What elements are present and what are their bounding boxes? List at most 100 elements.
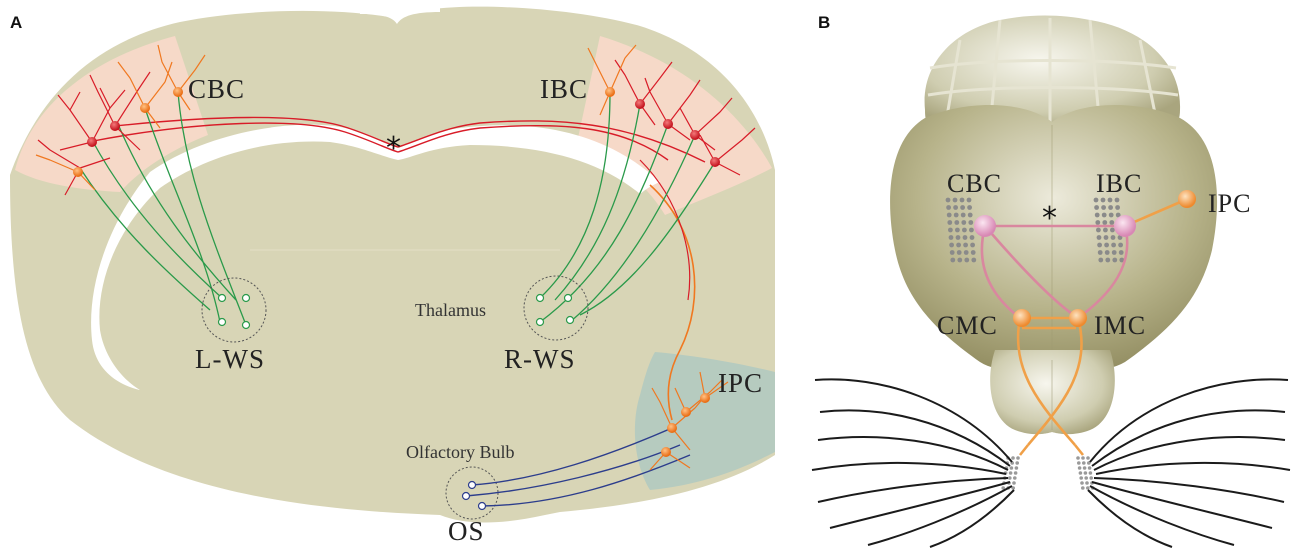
ipc-projection-axon [649,184,696,421]
barrel-dot [966,197,972,203]
right-whiskers [1087,378,1291,548]
lws-terminals [217,293,251,330]
barrel-dot [1013,471,1018,475]
barrel-dot [1081,456,1085,460]
ipc-node [1178,190,1196,208]
barrel-dot [952,197,958,203]
barrel-dot [1102,220,1108,225]
barrel-dot [1101,205,1106,210]
barrel-dot [949,250,955,255]
callosal-axon-1 [87,122,669,161]
barrel-dot [1103,227,1108,233]
barrel-dot [1076,456,1080,460]
barrel-dot [1110,235,1116,240]
barrel-dot [962,235,968,240]
barrel-dot [1087,466,1092,470]
barrel-dot [1111,242,1116,248]
barrel-dot [954,220,960,225]
panel-a-letter: A [10,13,22,32]
label-a-os: OS [448,516,485,546]
barrel-dot [970,250,976,255]
ipc-projection-axon-2 [639,159,691,301]
barrel-dot [968,220,974,225]
barrel-dot [1077,461,1081,465]
barrel-dot [948,235,954,240]
label-a-ipc: IPC [718,368,763,398]
barrel-dot [957,257,963,263]
barrel-dot [955,227,960,233]
barrel-dot [959,197,965,203]
barrel-dot [969,235,975,240]
barrel-dot [969,227,974,233]
barrel-dot [1016,456,1020,460]
barrel-dot [1094,212,1100,218]
ipc-neurons [649,371,729,471]
left-whiskers [811,378,1015,548]
cerebellum [924,15,1181,129]
lws-nucleus [201,277,267,343]
label-a-star: * [386,131,401,166]
barrel-dot [971,257,977,263]
barrel-dot [1081,486,1085,490]
barrel-dot [1082,466,1087,470]
barrel-dot [1085,481,1089,485]
barrel-dot [1107,197,1113,203]
barrel-dot [1012,481,1016,485]
barrel-dot [1015,461,1019,465]
barrel-dot [1008,476,1012,480]
barrel-dot [949,242,954,248]
label-b-imc: IMC [1094,311,1146,340]
barrel-dot [1111,250,1117,255]
barrel-dot [947,220,953,225]
barrel-dot [964,257,970,263]
barrel-dot [1100,197,1106,203]
label-b-ipc: IPC [1208,189,1251,218]
barrel-dot [1011,486,1015,490]
barrel-dot [1013,476,1017,480]
barrel-dot [1088,471,1093,475]
barrel-dot [963,242,968,248]
ipc-patch [634,352,775,490]
barrel-dot [1104,250,1110,255]
barrel-dot [1014,466,1019,470]
barrel-dot [1104,242,1109,248]
barrel-dot [1112,257,1118,263]
cbc-patch [15,36,208,192]
rws-terminals [535,293,575,327]
cbc-node [974,215,996,237]
ibc-barrel-field [1093,197,1125,263]
cmc-node [1013,309,1031,327]
barrel-dot [960,205,965,210]
orange-pathway [1016,198,1186,456]
label-a-olfactory: Olfactory Bulb [406,442,514,462]
cbc-neurons [35,44,206,196]
barrel-dot [1108,212,1114,218]
barrel-dot [1077,466,1082,470]
label-a-lws: L-WS [195,344,265,374]
label-a-thalamus: Thalamus [415,300,486,320]
cbc-barrel-field [945,197,977,263]
barrel-dot [1086,456,1090,460]
barrel-dot [955,235,961,240]
barrel-dot [1098,257,1104,263]
barrel-dot [1105,257,1111,263]
imc-node [1069,309,1087,327]
barrel-dot [953,205,958,210]
barrel-dot [1095,220,1101,225]
barrel-dot [1082,461,1086,465]
label-b-star: * [1042,201,1057,236]
barrel-dot [1008,471,1013,475]
barrel-dot [1083,471,1088,475]
barrel-dot [1009,466,1014,470]
barrel-dot [945,197,951,203]
cerebrum [890,104,1218,371]
barrel-dot [1011,456,1015,460]
barrel-dot [967,205,972,210]
barrel-dot [1118,250,1124,255]
barrel-dot [1084,476,1088,480]
barrel-dot [1001,486,1005,490]
barrel-dot [1103,235,1109,240]
barrel-dot [962,227,967,233]
panel-b-letter: B [818,13,830,32]
